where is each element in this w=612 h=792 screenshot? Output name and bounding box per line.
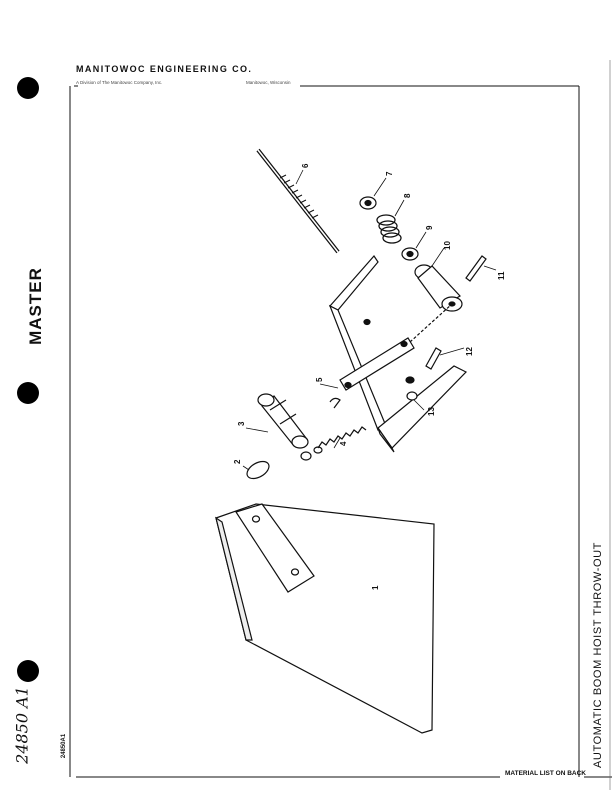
binder-hole-top bbox=[17, 77, 39, 99]
part-3-cylinder bbox=[257, 393, 312, 461]
bracket-assembly bbox=[328, 255, 387, 431]
part-2-snap-ring bbox=[246, 460, 270, 480]
part-label-10: 10 bbox=[443, 241, 452, 250]
binder-hole-middle bbox=[17, 382, 39, 404]
part-label-2: 2 bbox=[233, 459, 242, 464]
part-8-spring bbox=[376, 214, 402, 244]
part-10-clevis bbox=[414, 264, 463, 312]
part-5-link-arm bbox=[329, 303, 453, 409]
division-line: A Division of The Manitowoc Company, Inc… bbox=[76, 80, 163, 85]
part-4-spring bbox=[313, 426, 367, 454]
part-13-plate bbox=[377, 365, 468, 453]
binder-hole-bottom bbox=[17, 660, 39, 682]
part-11-pin bbox=[465, 255, 487, 282]
part-label-7: 7 bbox=[385, 171, 394, 176]
part-label-13: 13 bbox=[427, 407, 436, 416]
part-label-5: 5 bbox=[315, 377, 324, 382]
part-1-mounting-plate bbox=[215, 503, 435, 734]
part-label-1: 1 bbox=[371, 585, 380, 590]
company-name: MANITOWOC ENGINEERING CO. bbox=[76, 64, 253, 74]
part-labels: 1 2 3 4 5 6 7 8 9 10 11 12 13 bbox=[233, 163, 506, 590]
location-line: Manitowoc, Wisconsin bbox=[246, 80, 291, 85]
part-label-8: 8 bbox=[403, 193, 412, 198]
part-12-pin bbox=[425, 347, 442, 370]
material-list-note: MATERIAL LIST ON BACK bbox=[505, 770, 587, 777]
part-label-3: 3 bbox=[237, 421, 246, 426]
part-label-9: 9 bbox=[425, 225, 434, 230]
part-6-threaded-rod bbox=[256, 148, 340, 254]
part-label-12: 12 bbox=[465, 347, 474, 356]
border-frame bbox=[69, 60, 612, 790]
leader-lines bbox=[242, 169, 497, 471]
part-9-washer bbox=[401, 247, 419, 261]
part-7-washer bbox=[359, 196, 377, 210]
part-label-11: 11 bbox=[497, 271, 506, 280]
part-label-6: 6 bbox=[301, 163, 310, 168]
part-label-4: 4 bbox=[339, 441, 348, 446]
